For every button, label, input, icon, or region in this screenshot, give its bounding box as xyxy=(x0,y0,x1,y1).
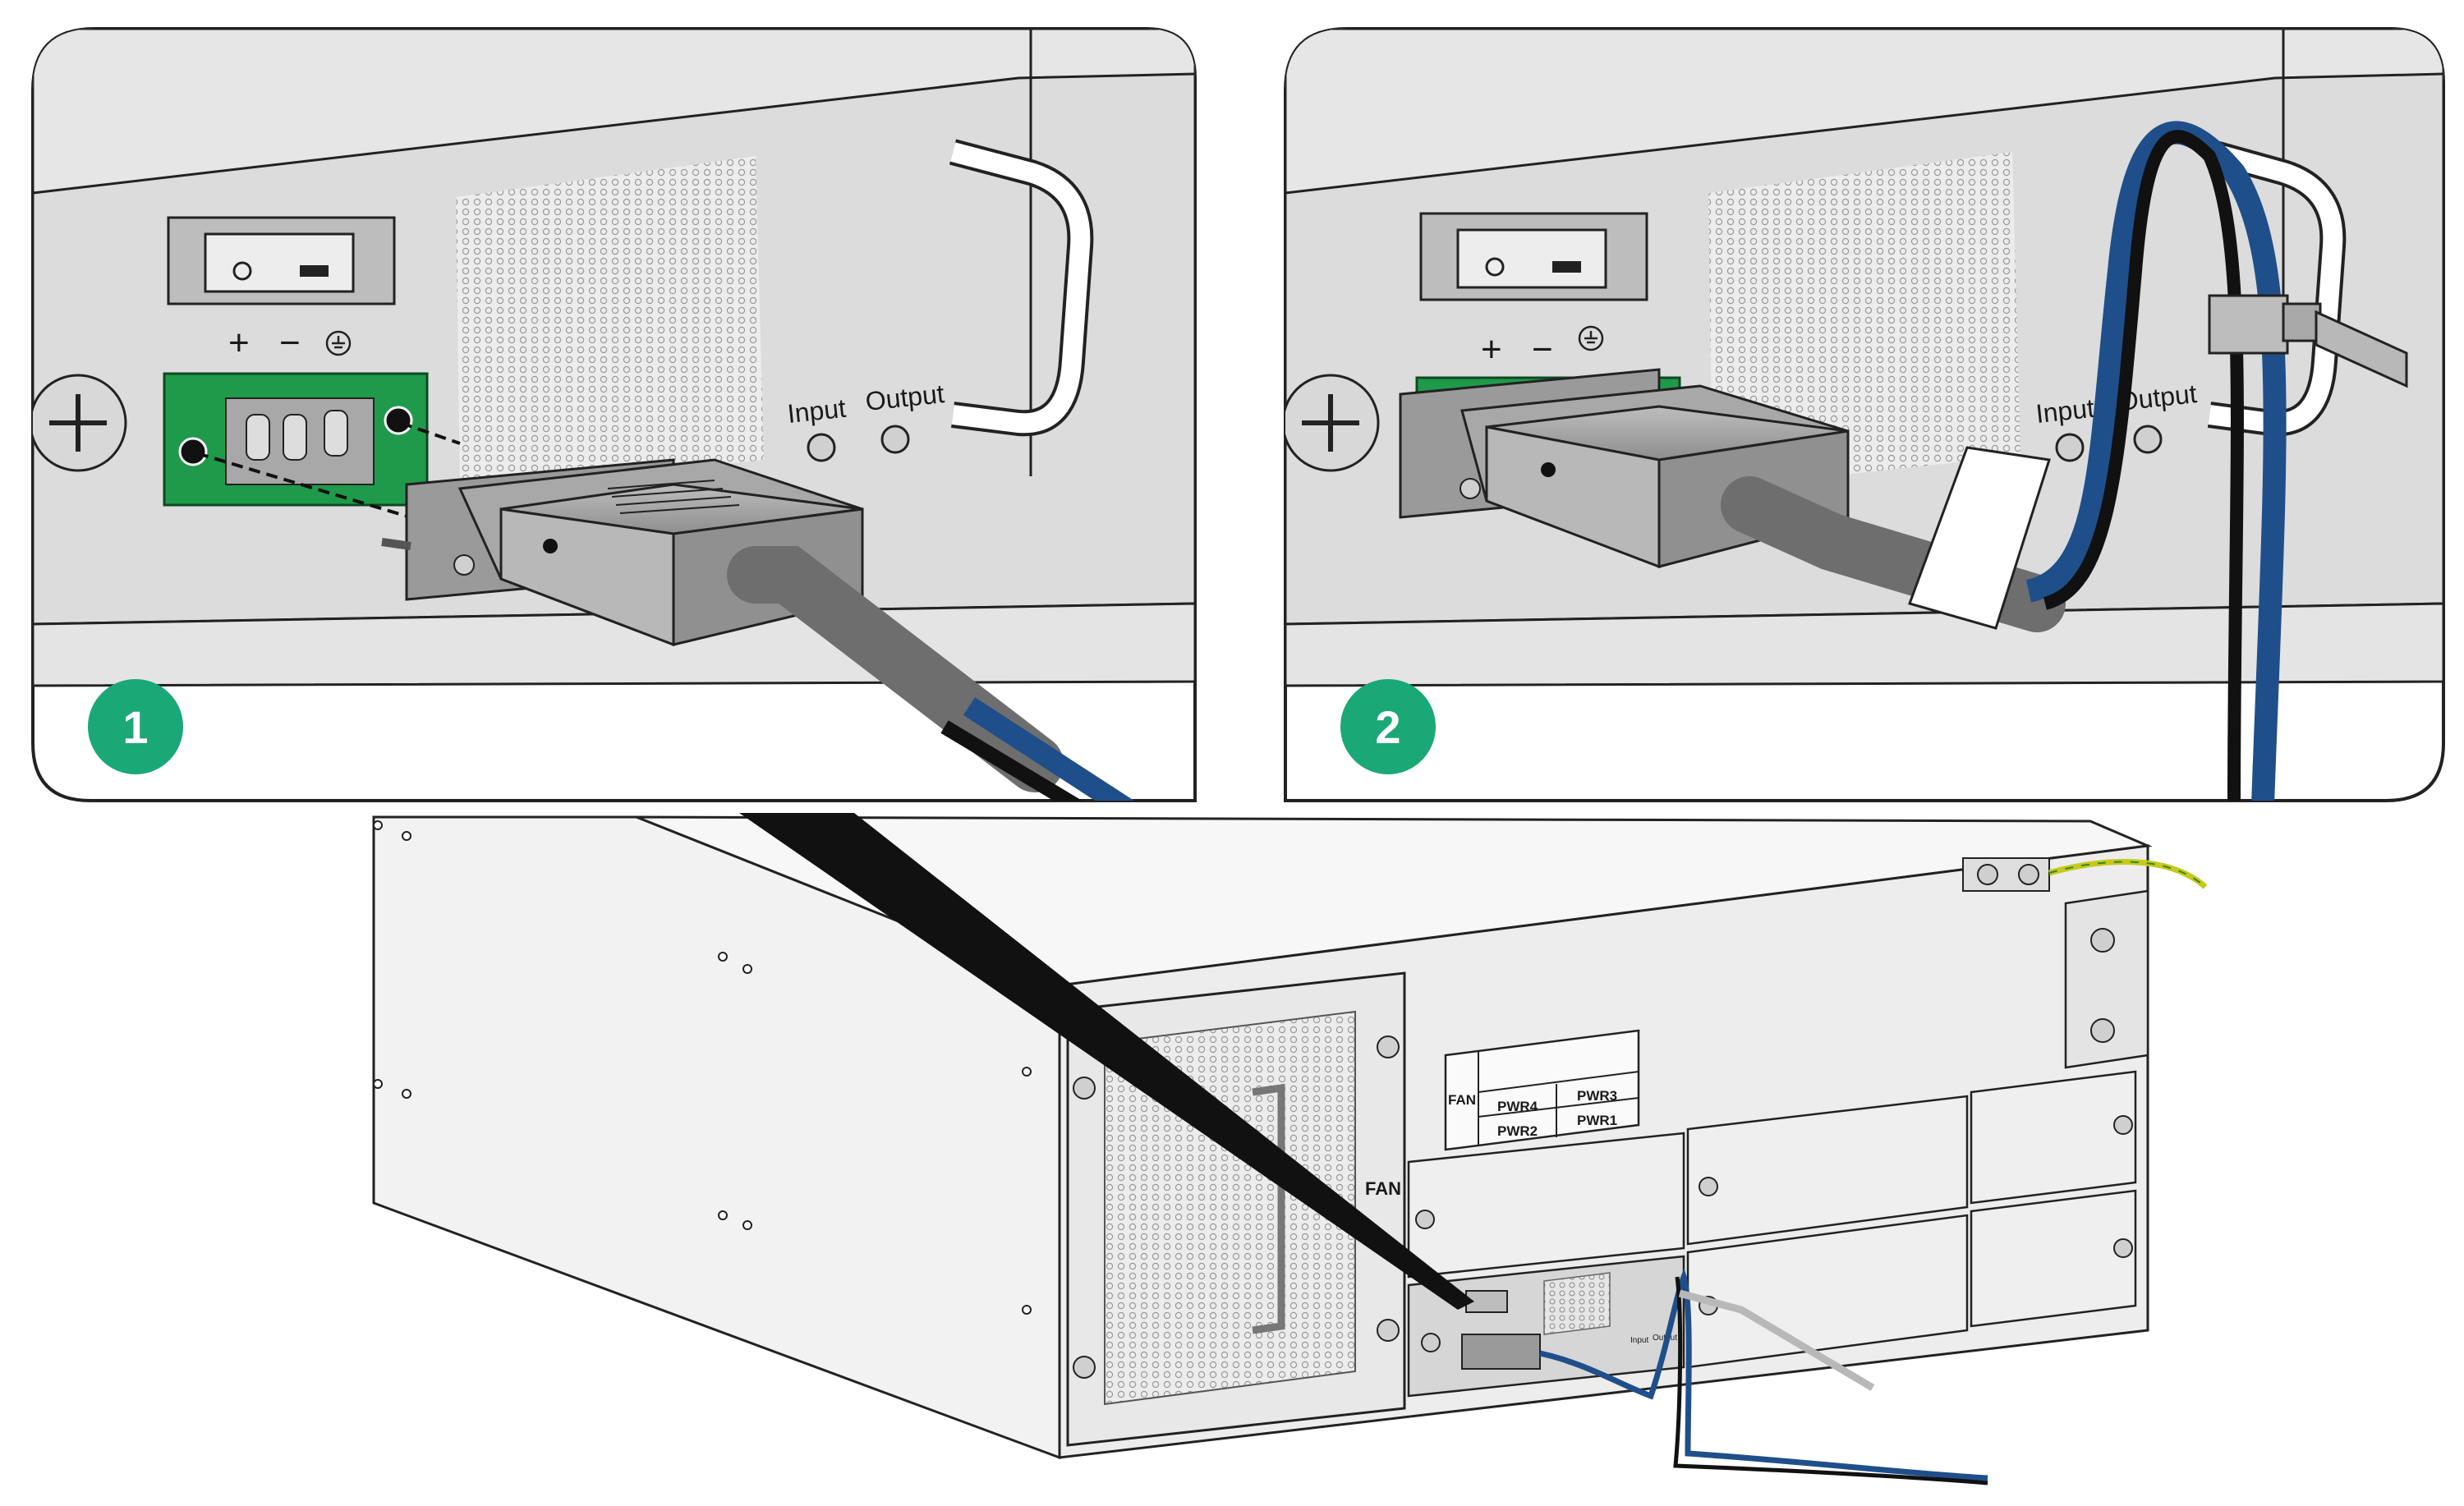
fan-tray-label: FAN xyxy=(1365,1178,1401,1199)
psu-slots xyxy=(1407,1070,2137,1369)
cable-tie xyxy=(2208,294,2408,388)
slot-label-pwr4: PWR4 xyxy=(1497,1099,1538,1114)
polarity-minus-label: − xyxy=(1532,329,1553,370)
vent-honeycomb xyxy=(1708,152,2020,489)
led-input-indicator xyxy=(2055,433,2085,462)
psu-slot-pwr4 xyxy=(1407,1132,1685,1279)
polarity-plus-label: + xyxy=(228,323,250,363)
polarity-plus-label: + xyxy=(1481,329,1502,370)
step-badge-1 xyxy=(88,679,183,774)
vent-honeycomb xyxy=(456,156,764,493)
installed-psu-mesh xyxy=(1543,1272,1611,1335)
fan-tray-mesh xyxy=(1104,1010,1356,1406)
step-panel-2: + − Input Output xyxy=(1284,27,2445,802)
slot-label-pwr1: PWR1 xyxy=(1577,1113,1617,1128)
fan-tray-handle xyxy=(1252,1083,1285,1334)
step-number-2: 2 xyxy=(1375,701,1400,753)
psu-slot-pwr3 xyxy=(1686,1095,1969,1246)
panel-screw xyxy=(33,374,127,472)
chassis: FAN FAN PWR4 PWR3 PWR2 PWR1 xyxy=(372,815,2208,1485)
led-input-label: Input xyxy=(2034,393,2096,429)
power-switch-rocker xyxy=(204,232,355,293)
callout-pointer xyxy=(739,813,1474,1310)
slot-label-fan: FAN xyxy=(1448,1092,1476,1108)
power-switch-rocker xyxy=(1456,228,1607,289)
step-number-1: 1 xyxy=(122,701,148,753)
psu-slot-pwr1-lower xyxy=(1970,1189,2137,1328)
ground-symbol-icon xyxy=(1578,325,1604,351)
panel1-cable-jacket xyxy=(727,546,1064,792)
dc-power-plug xyxy=(381,458,864,647)
panel-screw xyxy=(1285,374,1380,472)
slot-label-table: FAN PWR4 PWR3 PWR2 PWR1 xyxy=(1444,1029,1640,1151)
panel2-cable-black xyxy=(2043,130,2244,801)
slot-label-pwr2: PWR2 xyxy=(1497,1123,1538,1139)
led-input-label: Input xyxy=(786,393,848,429)
led-input-indicator xyxy=(807,433,836,462)
installed-psu-plug xyxy=(1461,1334,1541,1370)
chassis-dc-cable-blue xyxy=(1539,1268,1988,1481)
psu-slot-pwr1 xyxy=(1970,1070,2137,1205)
ground-symbol-icon xyxy=(325,330,352,356)
rear-mounting-bracket xyxy=(2064,889,2149,1069)
panel1-cable-blue xyxy=(963,697,1140,801)
step-panel-1: + − Input Output xyxy=(31,27,1197,802)
installed-psu-screw xyxy=(1421,1333,1441,1352)
polarity-minus-label: − xyxy=(279,323,301,363)
led-output-indicator xyxy=(2133,425,2163,454)
fan-tray-screws xyxy=(1073,1035,1400,1379)
led-output-indicator xyxy=(880,425,910,454)
cable-label-tag xyxy=(1908,446,2051,630)
chassis-dc-cable-black xyxy=(1673,1276,1988,1485)
ground-terminal xyxy=(1962,857,2208,892)
side-screw-holes xyxy=(373,820,1032,1315)
psu-slot-screws xyxy=(1415,1115,2133,1315)
step-badge-2 xyxy=(1340,679,1436,774)
panel1-cable-black xyxy=(940,720,1113,801)
installed-psu-led-input: Input xyxy=(1630,1336,1648,1345)
slot-label-pwr3: PWR3 xyxy=(1577,1088,1617,1104)
chassis-cable-tie xyxy=(1678,1289,1875,1391)
